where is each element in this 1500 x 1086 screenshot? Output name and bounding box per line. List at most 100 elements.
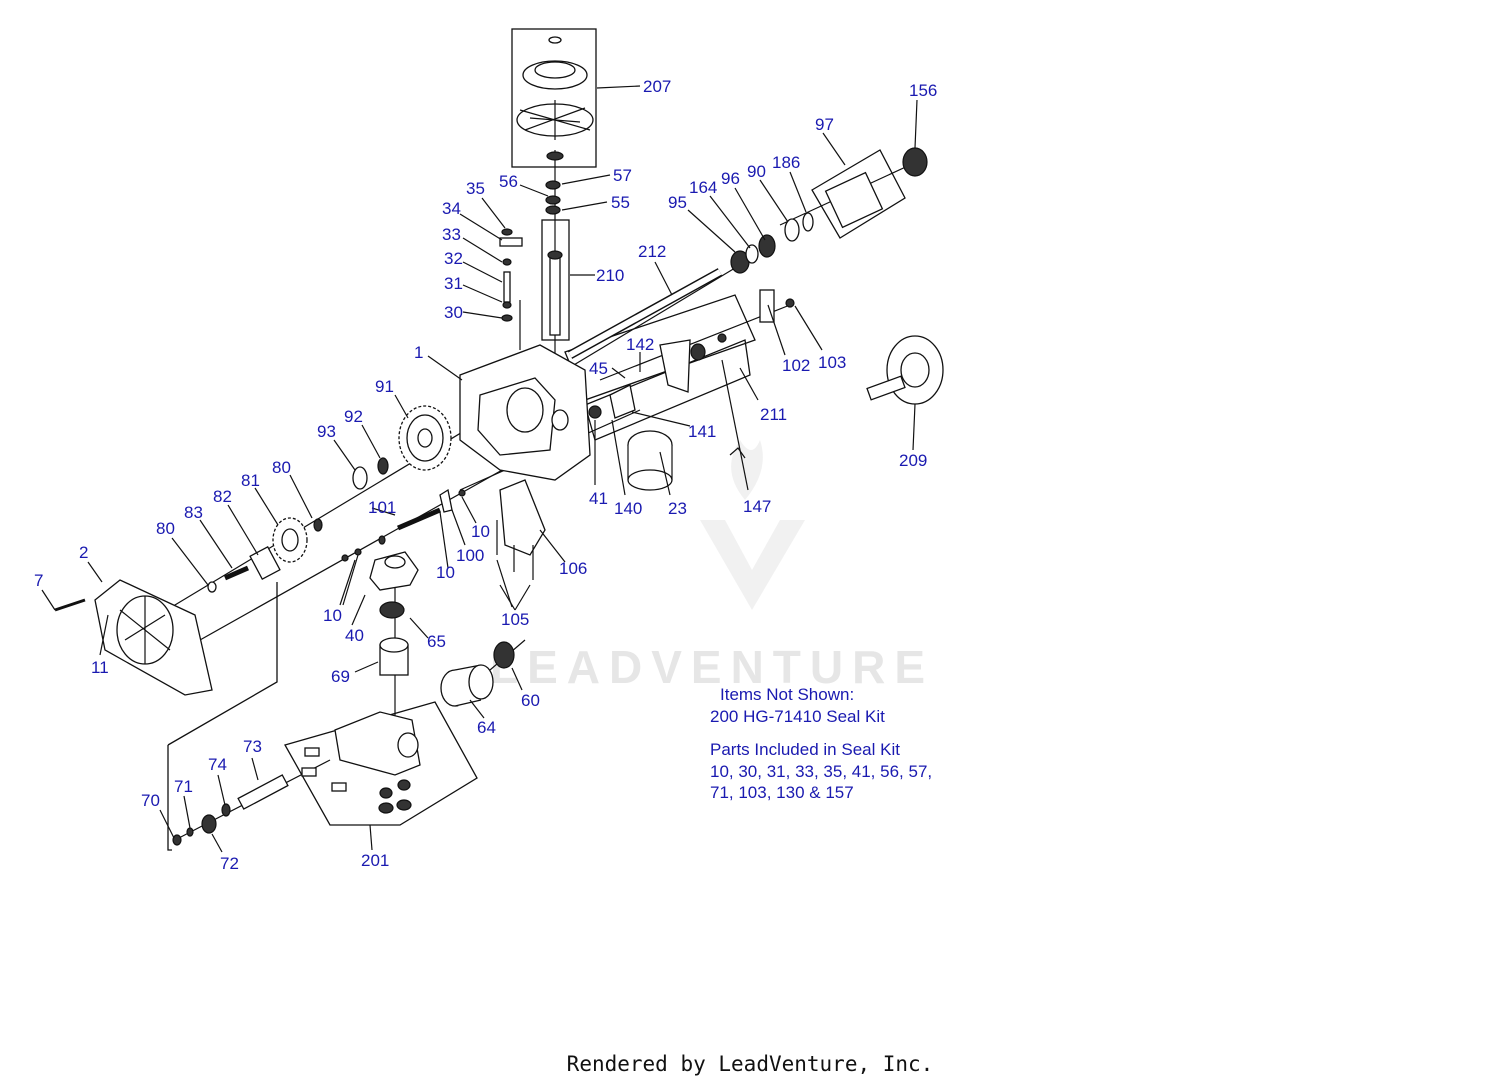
diagram-notes: Items Not Shown: 200 HG-71410 Seal Kit P…	[710, 684, 932, 804]
callout-212: 212	[638, 242, 666, 261]
callout-40: 40	[345, 626, 364, 645]
callout-32: 32	[444, 249, 463, 268]
block-40	[369, 551, 419, 591]
bracket-106	[499, 479, 546, 556]
washer-80-lower	[207, 581, 217, 593]
callout-211: 211	[760, 405, 787, 424]
bearing-93	[352, 466, 368, 490]
callout-80-lower: 80	[156, 519, 175, 538]
callout-7: 7	[34, 571, 43, 590]
hub-97	[824, 171, 884, 229]
callout-10-left: 10	[323, 606, 342, 625]
callout-97: 97	[815, 115, 834, 134]
callout-90: 90	[747, 162, 766, 181]
seal-kit-heading: Parts Included in Seal Kit	[710, 740, 900, 759]
center-section-201	[301, 711, 421, 814]
washer-92	[377, 457, 389, 475]
callout-23: 23	[668, 499, 687, 518]
callout-164: 164	[689, 178, 717, 197]
gear-91	[398, 405, 452, 471]
callout-93: 93	[317, 422, 336, 441]
main-housing-1	[459, 344, 591, 481]
callout-1: 1	[414, 343, 423, 362]
seal-156	[902, 147, 928, 177]
seal-kit-line-1: 10, 30, 31, 33, 35, 41, 56, 57,	[710, 761, 933, 781]
input-shaft-210	[549, 254, 561, 336]
washer-80-upper	[313, 518, 323, 532]
bearing-41	[588, 405, 602, 419]
spring-147	[729, 447, 746, 459]
callout-106: 106	[559, 559, 587, 578]
callout-33: 33	[442, 225, 461, 244]
callout-105: 105	[501, 610, 529, 629]
callout-82: 82	[213, 487, 232, 506]
seal-56	[545, 195, 561, 205]
callout-207: 207	[643, 77, 671, 96]
ring-71	[186, 827, 194, 837]
box-70-73	[167, 745, 172, 851]
ring-70	[172, 834, 182, 846]
callout-73: 73	[243, 737, 262, 756]
callout-101: 101	[368, 498, 396, 517]
callout-201: 201	[361, 851, 389, 870]
callout-209: 209	[899, 451, 927, 470]
callout-147: 147	[743, 497, 771, 516]
callout-65: 65	[427, 632, 446, 651]
control-arm-211	[659, 289, 795, 393]
parts	[54, 36, 944, 846]
callout-210: 210	[596, 266, 624, 285]
cover-2	[94, 579, 213, 696]
washer-74	[221, 803, 231, 817]
callout-83: 83	[184, 503, 203, 522]
callout-64: 64	[477, 718, 496, 737]
callout-10-right: 10	[471, 522, 490, 541]
rendered-by-footer: Rendered by LeadVenture, Inc.	[566, 1052, 934, 1076]
callout-71: 71	[174, 777, 193, 796]
washer-164	[745, 244, 759, 264]
callout-35: 35	[466, 179, 485, 198]
box-97	[811, 149, 906, 239]
callout-labels: 207 156 97 57 56 55 35 34 33 32 31 30 16…	[34, 77, 937, 873]
cylinder-64	[440, 664, 494, 707]
bearing-60	[493, 641, 515, 669]
bearing-55	[545, 205, 561, 215]
callout-45: 45	[589, 359, 608, 378]
callout-142: 142	[626, 335, 654, 354]
callout-41: 41	[589, 489, 608, 508]
box-207	[511, 28, 597, 168]
box-211	[584, 339, 751, 441]
exploded-parts-diagram: 207 156 97 57 56 55 35 34 33 32 31 30 16…	[34, 28, 944, 873]
filter-23	[627, 430, 673, 491]
items-not-shown-line: 200 HG-71410 Seal Kit	[710, 706, 885, 726]
callout-96: 96	[721, 169, 740, 188]
callout-186: 186	[772, 153, 800, 172]
pulley-fan-207	[516, 36, 594, 161]
callout-156: 156	[909, 81, 937, 100]
callout-30: 30	[444, 303, 463, 322]
bearing-96	[758, 234, 776, 258]
callout-70: 70	[141, 791, 160, 810]
bearing-65	[379, 601, 405, 619]
callout-2: 2	[79, 543, 88, 562]
seal-kit-line-2: 71, 103, 130 & 157	[710, 783, 854, 802]
callout-74: 74	[208, 755, 227, 774]
watermark-text: LEADVENTURE	[490, 641, 935, 693]
items-not-shown-heading: Items Not Shown:	[720, 685, 855, 704]
gear-81	[272, 517, 308, 563]
callout-91: 91	[375, 377, 394, 396]
callout-31: 31	[444, 274, 463, 293]
callout-34: 34	[442, 199, 461, 218]
bolt-7	[54, 598, 86, 612]
bracket-141	[609, 384, 636, 419]
box-201	[284, 701, 478, 826]
small-parts-30-35	[499, 228, 523, 322]
callout-60: 60	[521, 691, 540, 710]
callout-69: 69	[331, 667, 350, 686]
seal-90	[784, 218, 800, 242]
shaft-101	[397, 507, 441, 531]
callout-10-middle: 10	[436, 563, 455, 582]
callout-103: 103	[818, 353, 846, 372]
watermark-logo	[700, 440, 805, 610]
callout-95: 95	[668, 193, 687, 212]
